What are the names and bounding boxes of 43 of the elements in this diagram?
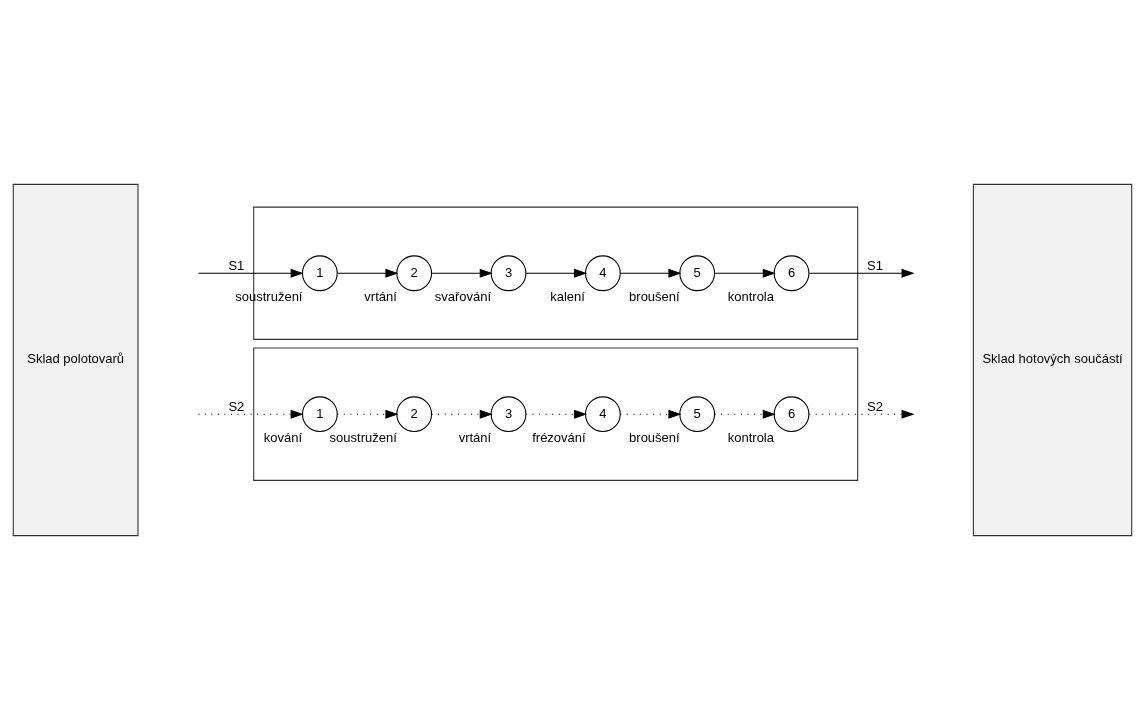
arrow xyxy=(619,268,682,278)
arrow xyxy=(525,409,588,419)
cluster xyxy=(253,347,859,481)
arrow xyxy=(525,268,588,278)
node-label: kalení xyxy=(550,289,585,305)
edge-label: S2 xyxy=(228,398,245,414)
arrow xyxy=(336,409,399,419)
arrow xyxy=(197,409,304,419)
node-circle: 3 xyxy=(490,255,527,292)
node-label: broušení xyxy=(629,429,680,445)
arrow xyxy=(197,268,304,278)
node-circle: 4 xyxy=(584,396,621,433)
edge-label: S1 xyxy=(867,257,883,273)
node-circle: 3 xyxy=(490,396,527,433)
node-label: vrtání xyxy=(364,289,397,305)
arrow xyxy=(714,409,776,419)
node-label: kontrola xyxy=(727,289,774,305)
node-label: frézování xyxy=(532,429,586,445)
arrow xyxy=(619,409,682,419)
node-circle: 5 xyxy=(679,255,716,292)
arrow xyxy=(808,268,915,278)
node-circle: 5 xyxy=(679,396,716,433)
node-box: Sklad hotových součástí xyxy=(972,183,1133,537)
arrow xyxy=(431,268,493,278)
edge-label: S1 xyxy=(228,257,245,273)
node-circle: 4 xyxy=(584,255,621,292)
arrow xyxy=(808,409,915,419)
node-circle: 2 xyxy=(396,255,433,292)
arrow xyxy=(336,268,399,278)
node-label: broušení xyxy=(629,289,680,305)
node-circle: 1 xyxy=(301,396,338,433)
edge-label: S2 xyxy=(867,398,883,414)
node-label: svařování xyxy=(434,289,492,305)
node-circle: 6 xyxy=(773,255,810,292)
node-label: vrtání xyxy=(458,429,492,445)
node-circle: 2 xyxy=(396,396,433,433)
node-label: kontrola xyxy=(727,429,774,445)
node-box: Sklad polotovarů xyxy=(12,183,139,537)
node-circle: 1 xyxy=(301,255,338,292)
arrow xyxy=(431,409,493,419)
arrow xyxy=(714,268,776,278)
node-label: kování xyxy=(263,429,303,445)
node-circle: 6 xyxy=(773,396,810,433)
